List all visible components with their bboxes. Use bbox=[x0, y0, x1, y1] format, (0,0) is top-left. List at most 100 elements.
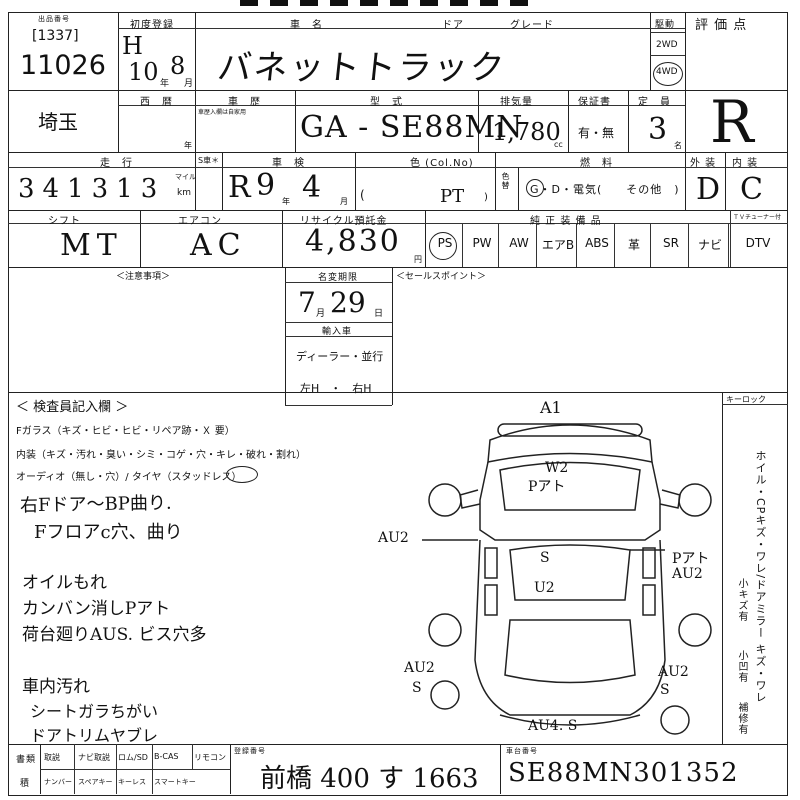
color-change: 色替 bbox=[501, 172, 510, 190]
label-pato-right: Pアト bbox=[672, 551, 710, 567]
tuner-label: ＴＶチューナー付 bbox=[733, 214, 782, 221]
lot-label: 出品番号 bbox=[38, 15, 70, 23]
reg-label: 初度登録 bbox=[130, 20, 174, 31]
s-label: S車＊ bbox=[198, 156, 220, 165]
docs-label2: 積 bbox=[20, 779, 31, 789]
model: GA - SE88MN bbox=[300, 110, 524, 145]
capacity-unit: 名 bbox=[674, 141, 682, 150]
equipment-item: SR bbox=[663, 236, 679, 250]
equipment-divider bbox=[536, 223, 537, 267]
displacement: 1,780 bbox=[492, 118, 561, 146]
insp-month-unit: 月 bbox=[340, 197, 348, 206]
capacity-label: 定 員 bbox=[638, 97, 671, 108]
capacity: 3 bbox=[648, 112, 668, 147]
note2: Fフロアc穴、曲り bbox=[34, 522, 183, 543]
equipment-divider bbox=[688, 223, 689, 267]
label-au4-s: AU4. S bbox=[528, 718, 578, 734]
drive-label: 駆動 bbox=[655, 20, 676, 30]
shift-label: シフト bbox=[48, 216, 81, 227]
interior-line: 内装（キズ・汚れ・臭い・シミ・コゲ・穴・キレ・破れ・割れ） bbox=[16, 450, 306, 461]
score-label: 評 価 点 bbox=[695, 18, 748, 33]
name-day-unit: 日 bbox=[374, 309, 384, 319]
drive-4wd-circle bbox=[653, 62, 683, 86]
label-s-rear-right: S bbox=[660, 682, 670, 698]
label-au2-left: AU2 bbox=[378, 530, 409, 546]
name-day: 29 bbox=[330, 286, 366, 319]
docs-label: 書類 bbox=[16, 755, 37, 765]
fuel-label: 燃 料 bbox=[580, 158, 613, 169]
history-label: 車 歴 bbox=[228, 97, 261, 108]
ac: AC bbox=[190, 228, 247, 263]
footer-doc-item: ロム/SD bbox=[118, 753, 148, 762]
equipment-divider bbox=[576, 223, 577, 267]
door-label: ドア bbox=[442, 20, 464, 31]
label-au2-rear-right: AU2 bbox=[658, 664, 689, 680]
steering: 左H ・ 右H bbox=[300, 382, 372, 395]
interior: C bbox=[740, 172, 763, 207]
glass-line: Fガラス（キズ・ヒビ・ヒビ・リペア跡・Ｘ 要） bbox=[16, 426, 235, 437]
equipment-item: PW bbox=[472, 236, 492, 250]
footer-doc-item: ナビ取説 bbox=[78, 753, 110, 762]
stud-circle bbox=[226, 466, 258, 483]
label-au2-rear-left: AU2 bbox=[404, 660, 435, 676]
lot-number: 11026 bbox=[20, 50, 106, 81]
shift: MT bbox=[60, 228, 123, 263]
vin-label: 車台番号 bbox=[506, 747, 538, 755]
label-w2: W2 bbox=[545, 460, 569, 476]
mile-unit: マイル bbox=[175, 173, 196, 181]
equipment-item: AW bbox=[509, 236, 529, 250]
equipment-divider bbox=[498, 223, 499, 267]
color: PT bbox=[440, 186, 465, 207]
ps-circle bbox=[429, 232, 457, 260]
color-label: 色 (Col.No) bbox=[410, 158, 474, 169]
region: 埼玉 bbox=[38, 110, 78, 134]
title-remnant bbox=[240, 0, 530, 6]
footer-doc-item: リモコン bbox=[194, 753, 226, 762]
footer-doc-item: スペアキー bbox=[78, 778, 113, 786]
car-label: 車 名 bbox=[290, 20, 323, 31]
warranty-label: 保証書 bbox=[578, 97, 611, 108]
equipment-item: 革 bbox=[627, 238, 640, 252]
note6: 車内汚れ bbox=[22, 677, 90, 697]
mileage: 341313 bbox=[18, 174, 166, 204]
equipment-divider bbox=[614, 223, 615, 267]
equipment-item: エアB bbox=[541, 238, 575, 252]
history-year-suffix: 年 bbox=[184, 141, 192, 150]
side-text: ホイル・CPキズ・ワレ/ドアミラー キズ・ワレ bbox=[754, 450, 767, 704]
recycle: 4,830 bbox=[305, 224, 401, 259]
yen: 円 bbox=[414, 255, 422, 264]
label-u2-center: U2 bbox=[534, 580, 555, 596]
fuel-g-circle bbox=[526, 179, 544, 197]
inspection-label: 車 検 bbox=[272, 158, 305, 169]
label-a1: A1 bbox=[540, 398, 562, 417]
ac-label: エアコン bbox=[178, 216, 222, 227]
audio-line: オーディオ（無し・穴）/ タイヤ（スタッドレス） bbox=[16, 472, 242, 483]
color-paren-close: ) bbox=[484, 192, 488, 203]
car-name: バネットトラック bbox=[215, 48, 508, 88]
exterior-label: 外 装 bbox=[690, 158, 717, 169]
side-small-scratch: 小キズ有 bbox=[736, 578, 747, 622]
equipment-item: ABS bbox=[585, 236, 609, 250]
import-label: 輸入車 bbox=[322, 327, 353, 337]
equipment-item: DTV bbox=[745, 236, 771, 250]
note8: ドアトリムヤブレ bbox=[30, 726, 159, 745]
interior-label: 内 装 bbox=[732, 158, 759, 169]
recycle-label: リサイクル預託金 bbox=[300, 216, 388, 227]
side-small-dent: 小凹有 bbox=[736, 650, 747, 683]
reg-year: 10 bbox=[128, 58, 159, 86]
west-label: 西 暦 bbox=[140, 97, 173, 108]
lot-bracket: [1337] bbox=[32, 28, 79, 44]
footer-doc-item: スマートキー bbox=[154, 778, 196, 786]
reg-era: H bbox=[122, 32, 143, 60]
name-change-label: 名変期限 bbox=[318, 273, 359, 283]
grade-label: グレード bbox=[510, 20, 554, 31]
footer-doc-item: 取説 bbox=[44, 753, 60, 762]
insp-year-unit: 年 bbox=[282, 197, 290, 206]
equipment-divider bbox=[462, 223, 463, 267]
drive-2wd: 2WD bbox=[656, 40, 678, 50]
equipment-item: ナビ bbox=[697, 238, 722, 252]
label-s-center: S bbox=[540, 550, 550, 566]
side-repaired: 補修有 bbox=[736, 702, 747, 735]
note4: カンバン消しPアト bbox=[22, 599, 171, 619]
dealer: ディーラー・並行 bbox=[296, 350, 384, 363]
